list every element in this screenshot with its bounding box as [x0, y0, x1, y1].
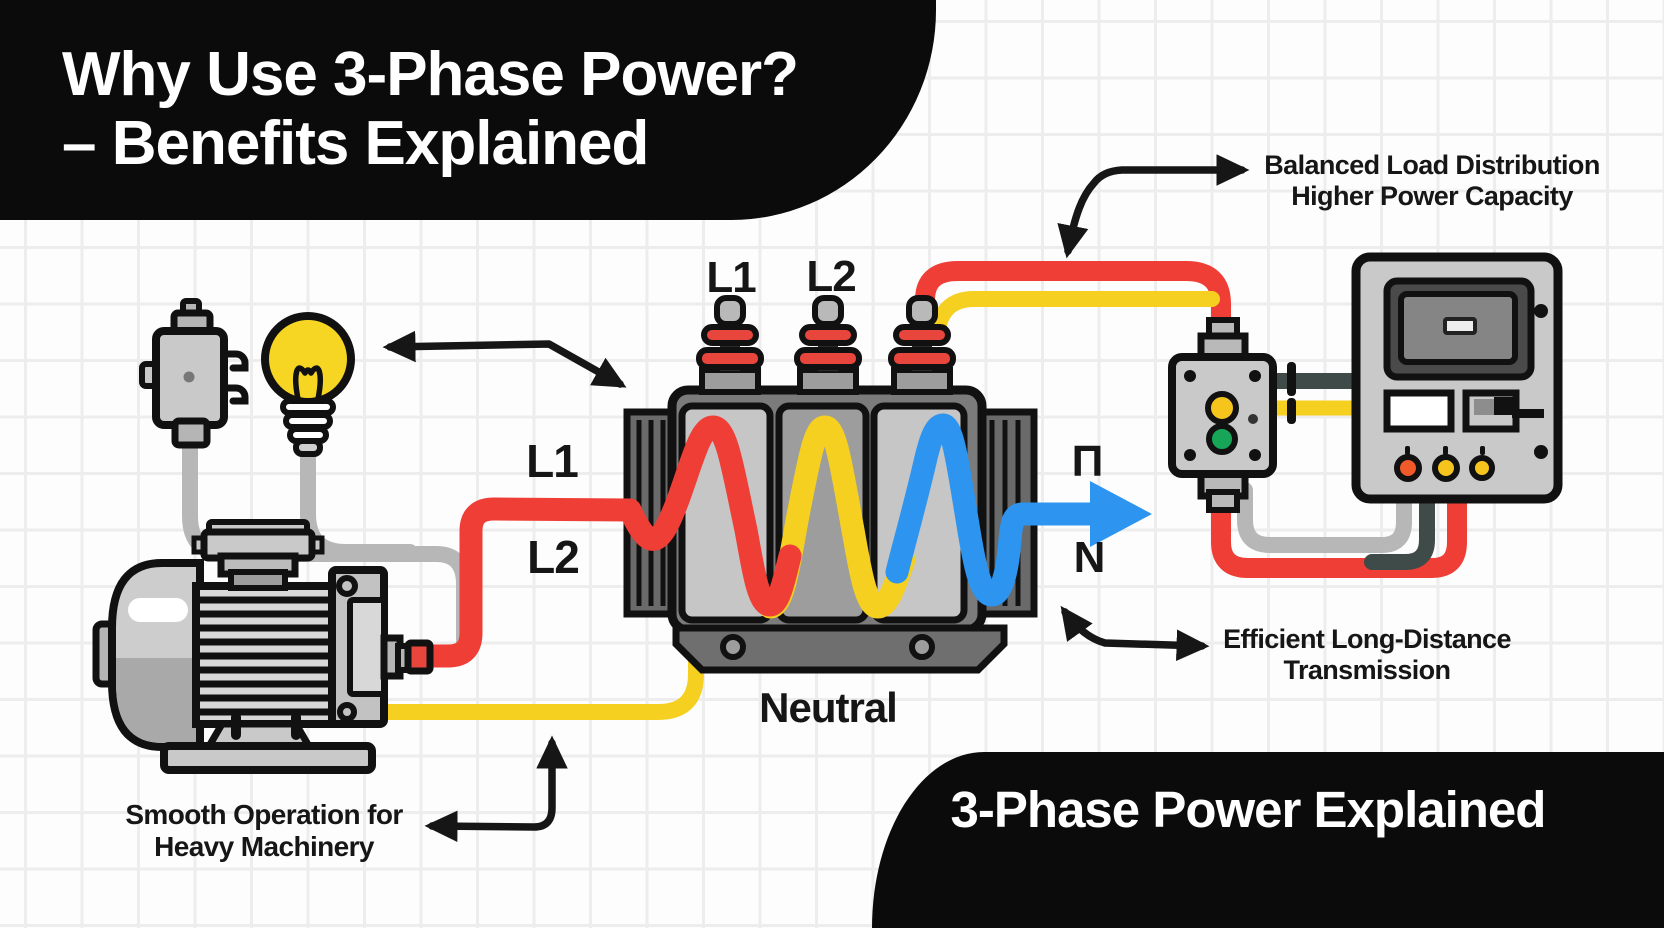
red-feeder-wire	[915, 261, 1231, 360]
panel-light-red	[1394, 454, 1422, 482]
flange-bolt-bottom	[337, 702, 357, 722]
device-bottom-nub	[171, 417, 211, 449]
arrow-balanced-load	[1057, 154, 1250, 259]
arrow-smooth-operation	[424, 735, 568, 842]
bushing-2	[794, 295, 862, 371]
label-neutral-out: N	[1073, 533, 1106, 582]
motor-flange-recess	[347, 597, 387, 697]
red-loop-wire	[1211, 480, 1467, 578]
bulb-filament	[293, 365, 323, 402]
bulb-band-2	[283, 412, 333, 430]
gray-loop-wire	[1237, 482, 1412, 553]
red-phase-wave	[412, 415, 802, 668]
bushing-pedestal-3	[891, 367, 953, 395]
panel-light-yellow-2	[1469, 455, 1495, 481]
device-dot	[183, 371, 195, 383]
motor-ribs	[200, 596, 330, 716]
footer-title: 3-Phase Power Explained	[950, 781, 1547, 838]
panel-window	[1383, 389, 1455, 433]
motor-base-plate	[160, 742, 376, 774]
pedestal-slot-left	[231, 712, 241, 740]
panel-breaker-block	[1494, 397, 1516, 415]
label-l1-bushing: L1	[706, 253, 756, 302]
base-bolt-left	[720, 634, 746, 660]
bushing-3	[888, 295, 956, 371]
device-hook-top	[218, 350, 249, 372]
jbox-side-dot	[1248, 414, 1258, 424]
panel-bolt-bottom	[1534, 445, 1548, 459]
page-title: Why Use 3-Phase Power?– Benefits Explain…	[62, 40, 799, 178]
blue-phase-wave	[885, 413, 1108, 607]
wire-tick-lower	[1287, 398, 1296, 424]
jbox-bolt	[1184, 370, 1196, 382]
motor-end-cap-shadow	[116, 658, 196, 743]
panel-breaker-pad	[1474, 399, 1494, 415]
note-smooth-operation: Smooth Operation for Heavy Machinery	[125, 799, 403, 862]
jbox-bolt	[1184, 449, 1196, 461]
panel-breaker-handle	[1512, 409, 1544, 418]
panel-light-yellow-1	[1432, 454, 1460, 482]
motor-icon	[92, 519, 434, 774]
panel-bolt-top	[1534, 304, 1548, 318]
yellow-phase-wave	[758, 415, 916, 619]
slate-drop-wire	[1364, 486, 1435, 570]
junction-box-icon	[1168, 317, 1277, 513]
terminal-neck	[228, 569, 288, 591]
motor-red-connector	[404, 639, 434, 675]
panel-screen-slot	[1443, 317, 1477, 335]
footer-banner: 3-Phase Power Explained	[872, 752, 1664, 928]
device-hook-bottom	[218, 384, 249, 405]
panel-light-tick	[1405, 446, 1410, 455]
neutral-yellow-wire	[362, 626, 704, 720]
panel-light-tick	[1480, 446, 1485, 455]
bushing-pedestal-1	[699, 367, 761, 395]
bushing-pedestal-2	[797, 367, 859, 395]
yellow-feeder-wire	[929, 291, 1220, 344]
label-phase-out: Π	[1071, 437, 1104, 486]
wire-tick-upper	[1287, 362, 1296, 396]
jbox-green-indicator	[1206, 423, 1238, 455]
annotation-arrows	[382, 154, 1250, 842]
motor-highlight	[128, 598, 188, 622]
label-l2-bushing: L2	[806, 252, 856, 301]
pedestal-slot-right	[291, 712, 301, 740]
base-bolt-right	[909, 634, 935, 660]
bulb-tip	[293, 438, 323, 457]
note-long-distance: Efficient Long-Distance Transmission	[1223, 624, 1511, 685]
lightbulb-icon	[261, 312, 355, 457]
flange-bolt-top	[336, 575, 358, 597]
arrow-loads-to-transformer	[382, 330, 627, 388]
jbox-bolt	[1249, 449, 1261, 461]
panel-light-tick	[1443, 446, 1448, 455]
control-panel-icon	[1351, 252, 1563, 504]
jbox-bolt	[1249, 370, 1261, 382]
jbox-yellow-indicator	[1205, 391, 1239, 425]
phase-waveforms	[412, 413, 1152, 668]
bulb-band-1	[280, 398, 336, 416]
title-banner: Why Use 3-Phase Power?– Benefits Explain…	[0, 0, 936, 220]
label-l2-line: L2	[527, 531, 580, 583]
jbox-bottom-terminal-small	[1206, 489, 1240, 513]
plug-device-icon	[139, 298, 249, 449]
note-balanced-load: Balanced Load Distribution Higher Power …	[1264, 150, 1600, 211]
label-neutral: Neutral	[759, 684, 898, 731]
bulb-glass	[261, 312, 355, 406]
blue-output-arrowhead	[1090, 481, 1152, 547]
label-l1-line: L1	[526, 435, 579, 487]
bushing-1	[696, 295, 764, 371]
arrow-long-distance	[1060, 605, 1210, 661]
